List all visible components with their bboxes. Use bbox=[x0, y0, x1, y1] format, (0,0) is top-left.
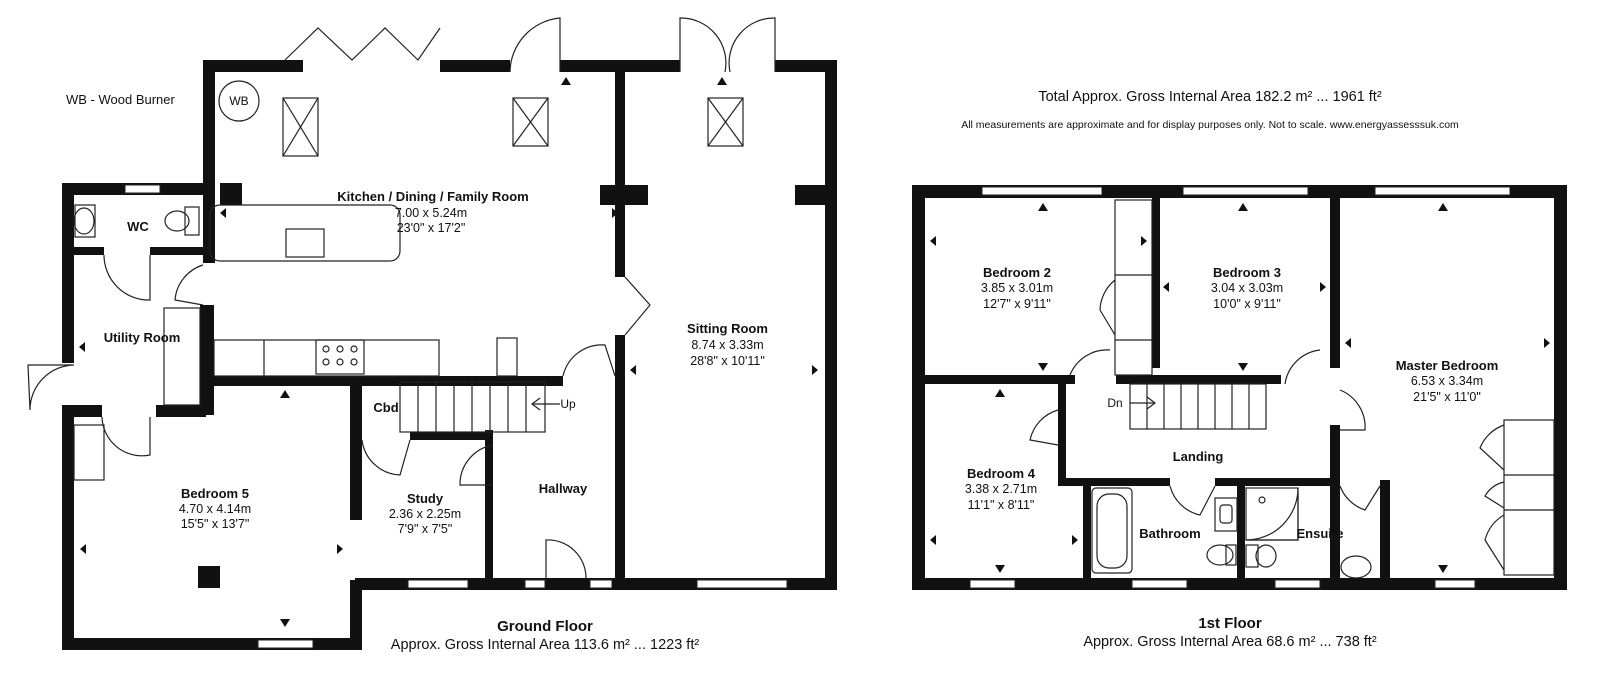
ground-floor-title: Ground Floor bbox=[497, 618, 593, 635]
stairs-down-label: Dn bbox=[1107, 396, 1123, 410]
room-bedroom4-metric: 3.38 x 2.71m bbox=[964, 482, 1038, 496]
room-kitchen-imperial: 23'0" x 17'2" bbox=[396, 221, 466, 235]
room-cbd-name: Cbd bbox=[373, 400, 399, 415]
room-hallway-name: Hallway bbox=[538, 481, 588, 496]
wood-burner-symbol: WB bbox=[229, 94, 249, 108]
first-floor-fittings bbox=[1029, 199, 1555, 579]
total-area: Total Approx. Gross Internal Area 182.2 … bbox=[1038, 89, 1382, 105]
disclaimer: All measurements are approximate and for… bbox=[961, 119, 1459, 131]
ground-floor-windows bbox=[124, 184, 788, 649]
chimney-block bbox=[198, 566, 220, 588]
room-bedroom2-metric: 3.85 x 3.01m bbox=[980, 281, 1054, 295]
room-sitting-metric: 8.74 x 3.33m bbox=[691, 338, 764, 352]
first-floor-title: 1st Floor bbox=[1198, 615, 1262, 632]
room-bedroom3-name: Bedroom 3 bbox=[1213, 265, 1281, 280]
first-floor-area: Approx. Gross Internal Area 68.6 m² ... … bbox=[1083, 634, 1377, 650]
room-bedroom2-name: Bedroom 2 bbox=[983, 265, 1051, 280]
room-bedroom3-metric: 3.04 x 3.03m bbox=[1210, 281, 1284, 295]
room-study-metric: 2.36 x 2.25m bbox=[388, 507, 462, 521]
first-floor-windows bbox=[969, 186, 1511, 589]
room-utility-name: Utility Room bbox=[103, 330, 181, 345]
room-landing-name: Landing bbox=[1172, 449, 1224, 464]
room-kitchen-metric: 7.00 x 5.24m bbox=[394, 206, 468, 220]
room-bedroom5-imperial: 15'5" x 13'7" bbox=[180, 517, 250, 531]
room-bedroom4-imperial: 11'1" x 8'11" bbox=[967, 498, 1035, 512]
room-sitting-imperial: 28'8" x 10'11" bbox=[690, 354, 765, 368]
dimension-markers bbox=[79, 77, 1550, 627]
room-wc-name: WC bbox=[127, 219, 149, 234]
room-ensuite-name: Ensuite bbox=[1296, 526, 1344, 541]
ground-floor-area: Approx. Gross Internal Area 113.6 m² ...… bbox=[390, 637, 700, 653]
room-bedroom5-metric: 4.70 x 4.14m bbox=[178, 502, 252, 516]
room-kitchen-name: Kitchen / Dining / Family Room bbox=[337, 189, 529, 204]
room-bedroom5-name: Bedroom 5 bbox=[181, 486, 249, 501]
room-bedroom2-imperial: 12'7" x 9'11" bbox=[983, 297, 1051, 311]
room-sitting-name: Sitting Room bbox=[687, 321, 768, 336]
room-master-metric: 6.53 x 3.34m bbox=[1410, 374, 1484, 388]
stairs-up-label: Up bbox=[560, 397, 576, 411]
room-bathroom-name: Bathroom bbox=[1139, 526, 1201, 541]
room-bedroom4-name: Bedroom 4 bbox=[967, 466, 1035, 481]
wood-burner-legend: WB - Wood Burner bbox=[66, 92, 175, 107]
room-bedroom3-imperial: 10'0" x 9'11" bbox=[1213, 297, 1281, 311]
room-master-name: Master Bedroom bbox=[1395, 358, 1499, 373]
room-study-imperial: 7'9" x 7'5" bbox=[397, 522, 453, 536]
room-study-name: Study bbox=[406, 491, 444, 506]
room-master-imperial: 21'5" x 11'0" bbox=[1413, 390, 1481, 404]
ground-floor-fittings bbox=[27, 17, 776, 579]
